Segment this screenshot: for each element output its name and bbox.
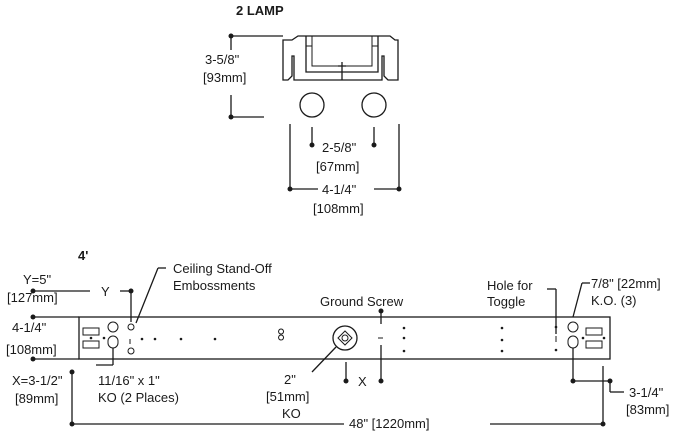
ground-screw-label: Ground Screw	[320, 294, 404, 309]
ko-two-in-label: 2"	[284, 372, 296, 387]
four-ft-title: 4'	[78, 248, 88, 263]
lamp-spacing-in-label: 2-5/8"	[322, 140, 357, 155]
end-mm-label: [83mm]	[626, 402, 669, 417]
x-dimension	[69, 345, 384, 427]
right-end-details	[500, 321, 606, 353]
ground-screw-leader	[378, 308, 384, 324]
lamp-spacing-dimension	[309, 127, 377, 148]
ko-large-leader	[572, 282, 590, 318]
ko-two-mm-label: [51mm]	[266, 389, 309, 404]
ceiling-standoff-label-1: Ceiling Stand-Off	[173, 261, 272, 276]
center-ko	[332, 325, 406, 353]
ko-small-leader	[96, 348, 114, 366]
side-width-dimension	[30, 314, 79, 362]
lamp-left	[299, 92, 325, 118]
ko-small-label-2: KO (2 Places)	[98, 390, 179, 405]
left-end-details	[82, 321, 285, 355]
x-eq-label: X=3-1/2"	[12, 373, 63, 388]
end-dimension	[570, 348, 624, 393]
length-dimension	[72, 366, 606, 427]
ko-two-leader	[311, 346, 337, 373]
y-label: Y	[101, 284, 110, 299]
ko-small-label-1: 11/16" x 1"	[98, 373, 160, 388]
width-in-label: 4-1/4"	[322, 182, 357, 197]
hole-toggle-label-2: Toggle	[487, 294, 525, 309]
ceiling-standoff-label-2: Embossments	[173, 278, 256, 293]
standoff-leader	[135, 267, 166, 324]
lamp-spacing-mm-label: [67mm]	[316, 159, 359, 174]
y-eq-label: Y=5"	[23, 272, 51, 287]
two-lamp-title: 2 LAMP	[236, 3, 284, 18]
end-view-housing	[282, 35, 399, 81]
hole-toggle-label-1: Hole for	[487, 278, 533, 293]
width-mm-label: [108mm]	[313, 201, 364, 216]
x-label: X	[358, 374, 367, 389]
y-dimension	[30, 288, 134, 322]
height-in-label: 3-5/8"	[205, 52, 240, 67]
ko-two-ko-label: KO	[282, 406, 301, 421]
width-dimension	[287, 124, 402, 192]
height-dimension	[228, 33, 283, 120]
ko-large-label-1: 7/8" [22mm]	[591, 276, 661, 291]
lamp-right	[361, 92, 387, 118]
hole-toggle-leader	[547, 288, 557, 334]
x-mm-label: [89mm]	[15, 391, 58, 406]
y-mm-label: [127mm]	[7, 290, 58, 305]
fixture-body	[78, 316, 611, 360]
side-width-mm-label: [108mm]	[6, 342, 57, 357]
height-mm-label: [93mm]	[203, 70, 246, 85]
side-width-in-label: 4-1/4"	[12, 320, 47, 335]
ko-large-label-2: K.O. (3)	[591, 293, 637, 308]
end-in-label: 3-1/4"	[629, 385, 664, 400]
length-label: 48" [1220mm]	[349, 416, 430, 431]
